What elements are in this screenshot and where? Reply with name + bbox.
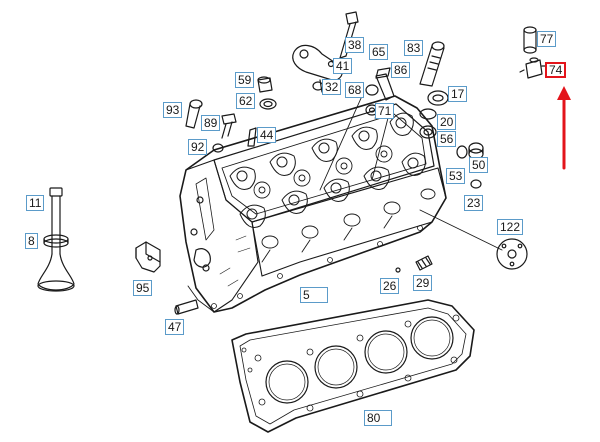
callout-23[interactable]: 23 [464,195,484,211]
cover-plate-122-drawing [496,238,528,270]
seal-20-drawing [419,108,437,120]
callout-62[interactable]: 62 [236,93,256,109]
callout-92[interactable]: 92 [188,139,208,155]
callout-59[interactable]: 59 [235,72,255,88]
callout-17[interactable]: 17 [448,86,468,102]
callout-47[interactable]: 47 [165,319,185,335]
seal-62-drawing [259,98,277,110]
seal-56-drawing [419,125,437,139]
sensor-74-drawing [519,57,547,79]
callout-68[interactable]: 68 [345,82,365,98]
callout-53[interactable]: 53 [446,168,466,184]
callout-8[interactable]: 8 [25,233,38,249]
callout-80[interactable]: 80 [364,410,392,426]
highlight-arrow [557,86,571,170]
cap-68-drawing [365,84,379,96]
plug-53-drawing [456,145,468,159]
cylinder-head-drawing [179,95,447,313]
bolt-93-drawing [185,99,203,129]
seal-59-drawing [257,76,273,93]
callout-122[interactable]: 122 [497,219,524,235]
callout-29[interactable]: 29 [413,275,433,291]
sensor-77-drawing [523,26,537,54]
callout-50[interactable]: 50 [469,157,489,173]
callout-56[interactable]: 56 [437,131,457,147]
valve-drawing [37,187,75,292]
callout-44[interactable]: 44 [257,127,277,143]
bracket-95-drawing [135,241,161,273]
bolt-89-drawing [221,113,237,139]
callout-74[interactable]: 74 [545,62,567,78]
spring-29-drawing [395,255,433,273]
callout-89[interactable]: 89 [201,115,221,131]
head-gasket-drawing [231,299,475,433]
callout-11[interactable]: 11 [26,195,45,211]
plug-23-drawing [470,179,482,189]
bolt-83-drawing [419,41,445,87]
washer-92-drawing [212,143,224,153]
plug-17-drawing [427,90,449,106]
callout-77[interactable]: 77 [537,31,557,47]
callout-83[interactable]: 83 [404,40,424,56]
bolt-86-drawing [375,67,395,101]
callout-86[interactable]: 86 [391,62,411,78]
sleeve-44-drawing [247,127,257,147]
callout-65[interactable]: 65 [369,44,389,60]
callout-26[interactable]: 26 [380,278,400,294]
callout-32[interactable]: 32 [322,79,342,95]
callout-93[interactable]: 93 [163,102,183,118]
dowel-47-drawing [174,299,199,315]
callout-20[interactable]: 20 [437,114,457,130]
callout-38[interactable]: 38 [345,37,365,53]
callout-95[interactable]: 95 [133,280,153,296]
callout-41[interactable]: 41 [333,58,353,74]
callout-71[interactable]: 71 [375,103,395,119]
callout-5[interactable]: 5 [300,287,328,303]
